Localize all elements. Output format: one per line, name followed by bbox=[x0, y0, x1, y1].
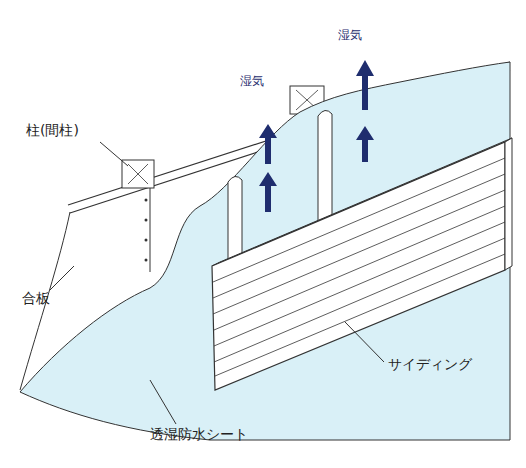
part-label: 柱(間柱) bbox=[26, 122, 79, 139]
moisture-label: 湿気 bbox=[338, 28, 362, 42]
leader-line bbox=[100, 142, 128, 166]
moisture-label: 湿気 bbox=[240, 74, 264, 88]
post bbox=[122, 160, 154, 272]
leader-line bbox=[150, 380, 176, 424]
waterproof-sheet bbox=[20, 62, 510, 440]
siding bbox=[212, 138, 512, 390]
leader-line bbox=[50, 266, 74, 290]
part-label: 透湿防水シート bbox=[150, 426, 248, 443]
moisture-arrow bbox=[259, 60, 374, 212]
part-label: 合板 bbox=[22, 290, 50, 307]
part-label: サイディング bbox=[388, 356, 472, 373]
leader-line bbox=[345, 322, 384, 362]
